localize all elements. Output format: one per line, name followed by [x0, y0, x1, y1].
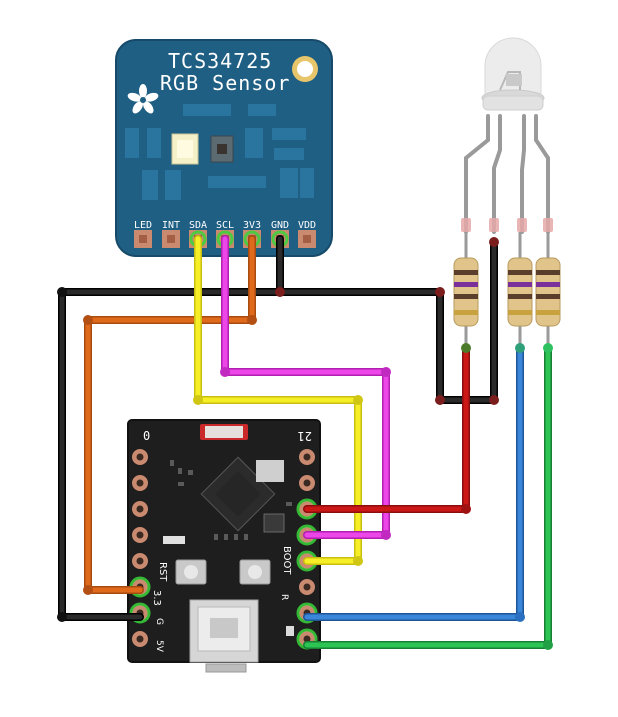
tcs34725-sensor-board: TCS34725 RGB Sensor LED INT SDA SCL [115, 39, 333, 257]
pin-r-label: R [279, 594, 289, 600]
rst-label: RST [157, 562, 168, 582]
pin-label-scl: SCL [216, 220, 234, 231]
mcu-board: 0 21 RST B [127, 419, 321, 673]
led-legs [464, 114, 550, 234]
pin-label-sda: SDA [189, 220, 207, 231]
mcu-pin-21-label: 21 [298, 429, 312, 443]
pin-3v3-label: 3.3 [151, 590, 162, 606]
wire-blue [303, 344, 524, 621]
pin-label-int: INT [162, 220, 180, 231]
resistors [453, 232, 561, 348]
rst-button[interactable] [175, 559, 207, 585]
rgb-led [461, 37, 553, 234]
adafruit-flower-icon [127, 84, 159, 114]
pin-5v-label: 5V [154, 640, 164, 653]
pin-label-led: LED [134, 220, 152, 231]
pin-label-gnd: GND [271, 220, 289, 231]
resistor-blue [507, 257, 533, 327]
pin-g-label: G [154, 618, 164, 625]
usb-c-port-icon [189, 599, 259, 673]
sensor-title-line1: TCS34725 [168, 49, 272, 73]
resistor-red [453, 257, 479, 327]
boot-button[interactable] [239, 559, 271, 585]
wire-green [303, 344, 552, 649]
resistor-green [535, 257, 561, 327]
pin-label-vdd: VDD [298, 220, 316, 231]
sensor-pin-labels: LED INT SDA SCL 3V3 GND VDD [134, 220, 316, 231]
pin-label-3v3: 3V3 [243, 220, 261, 231]
sensor-title-line2: RGB Sensor [160, 71, 290, 95]
boot-label: BOOT [281, 546, 292, 575]
led-dome [484, 37, 542, 97]
mcu-pin-0-label: 0 [143, 429, 150, 443]
junction-dots [57, 237, 553, 650]
